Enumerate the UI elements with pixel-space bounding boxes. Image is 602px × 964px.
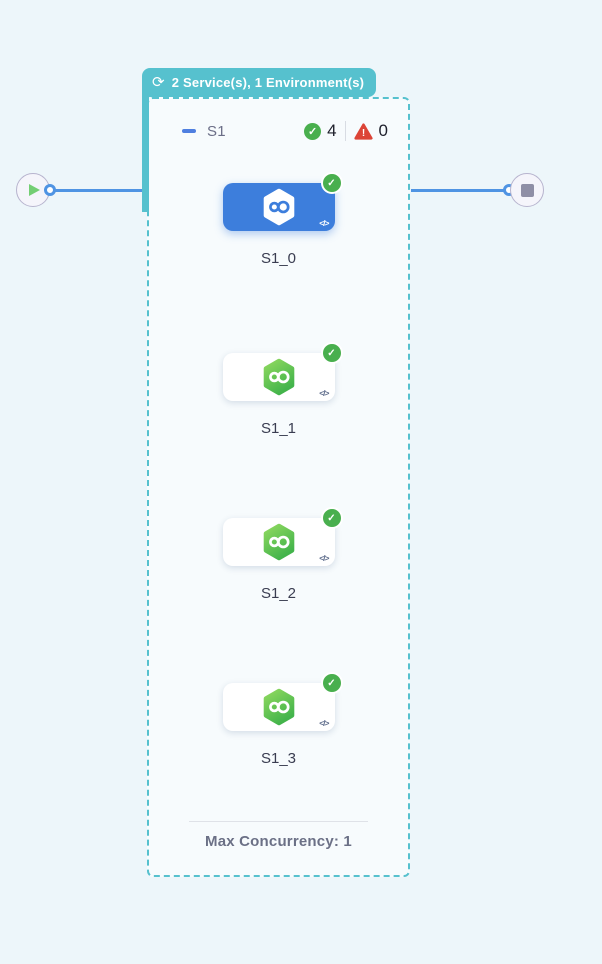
stage-status-counts: ✓ 4 ! 0 bbox=[304, 119, 388, 143]
step-node: ✓ </> S1_3 bbox=[222, 672, 343, 767]
success-badge-icon: ✓ bbox=[320, 342, 343, 364]
service-hexagon-icon bbox=[263, 688, 294, 726]
code-icon: </> bbox=[319, 553, 329, 563]
code-icon: </> bbox=[319, 388, 329, 398]
service-hexagon-icon bbox=[263, 358, 294, 396]
edge-start-to-stage bbox=[50, 189, 143, 192]
end-node[interactable] bbox=[510, 173, 544, 207]
success-count: 4 bbox=[327, 121, 337, 140]
step-card-s1-3[interactable]: ✓ </> bbox=[222, 672, 343, 731]
services-environments-label: 2 Service(s), 1 Environment(s) bbox=[171, 75, 365, 90]
play-icon bbox=[29, 184, 40, 196]
step-node: ✓ </> S1_0 bbox=[222, 172, 343, 267]
stage-name: S1 bbox=[207, 122, 226, 140]
service-hexagon-icon bbox=[263, 523, 294, 561]
collapse-toggle[interactable] bbox=[182, 129, 196, 133]
step-label: S1_3 bbox=[260, 750, 297, 767]
loop-icon: ⟳ bbox=[152, 74, 165, 91]
warning-icon: ! bbox=[353, 123, 373, 140]
success-badge-icon: ✓ bbox=[320, 507, 343, 529]
step-node: ✓ </> S1_2 bbox=[222, 507, 343, 602]
success-badge-icon: ✓ bbox=[320, 172, 343, 194]
services-environments-badge[interactable]: ⟳ 2 Service(s), 1 Environment(s) bbox=[142, 68, 377, 97]
stage-group-container: S1 ✓ 4 ! 0 ✓ </> S1_0 bbox=[147, 97, 410, 877]
failure-count: 0 bbox=[378, 121, 388, 140]
step-card-s1-0[interactable]: ✓ </> bbox=[222, 172, 343, 231]
step-label: S1_2 bbox=[260, 585, 297, 602]
svg-text:!: ! bbox=[361, 128, 364, 139]
step-node: ✓ </> S1_1 bbox=[222, 342, 343, 437]
stop-icon bbox=[520, 183, 534, 197]
code-icon: </> bbox=[319, 718, 329, 728]
start-node-port bbox=[44, 184, 56, 196]
step-card-s1-1[interactable]: ✓ </> bbox=[222, 342, 343, 401]
success-count-icon: ✓ bbox=[304, 122, 322, 140]
footer-divider bbox=[189, 821, 368, 822]
stage-header: S1 bbox=[182, 119, 226, 143]
counts-divider bbox=[344, 121, 346, 141]
edge-stage-to-end bbox=[411, 189, 505, 192]
step-label: S1_0 bbox=[260, 250, 297, 267]
service-hexagon-icon bbox=[263, 188, 294, 226]
badge-left-accent-bar bbox=[142, 95, 149, 212]
step-label: S1_1 bbox=[260, 420, 297, 437]
success-badge-icon: ✓ bbox=[320, 672, 343, 694]
step-card-s1-2[interactable]: ✓ </> bbox=[222, 507, 343, 566]
max-concurrency-label: Max Concurrency: 1 bbox=[205, 833, 352, 850]
code-icon: </> bbox=[319, 218, 329, 228]
